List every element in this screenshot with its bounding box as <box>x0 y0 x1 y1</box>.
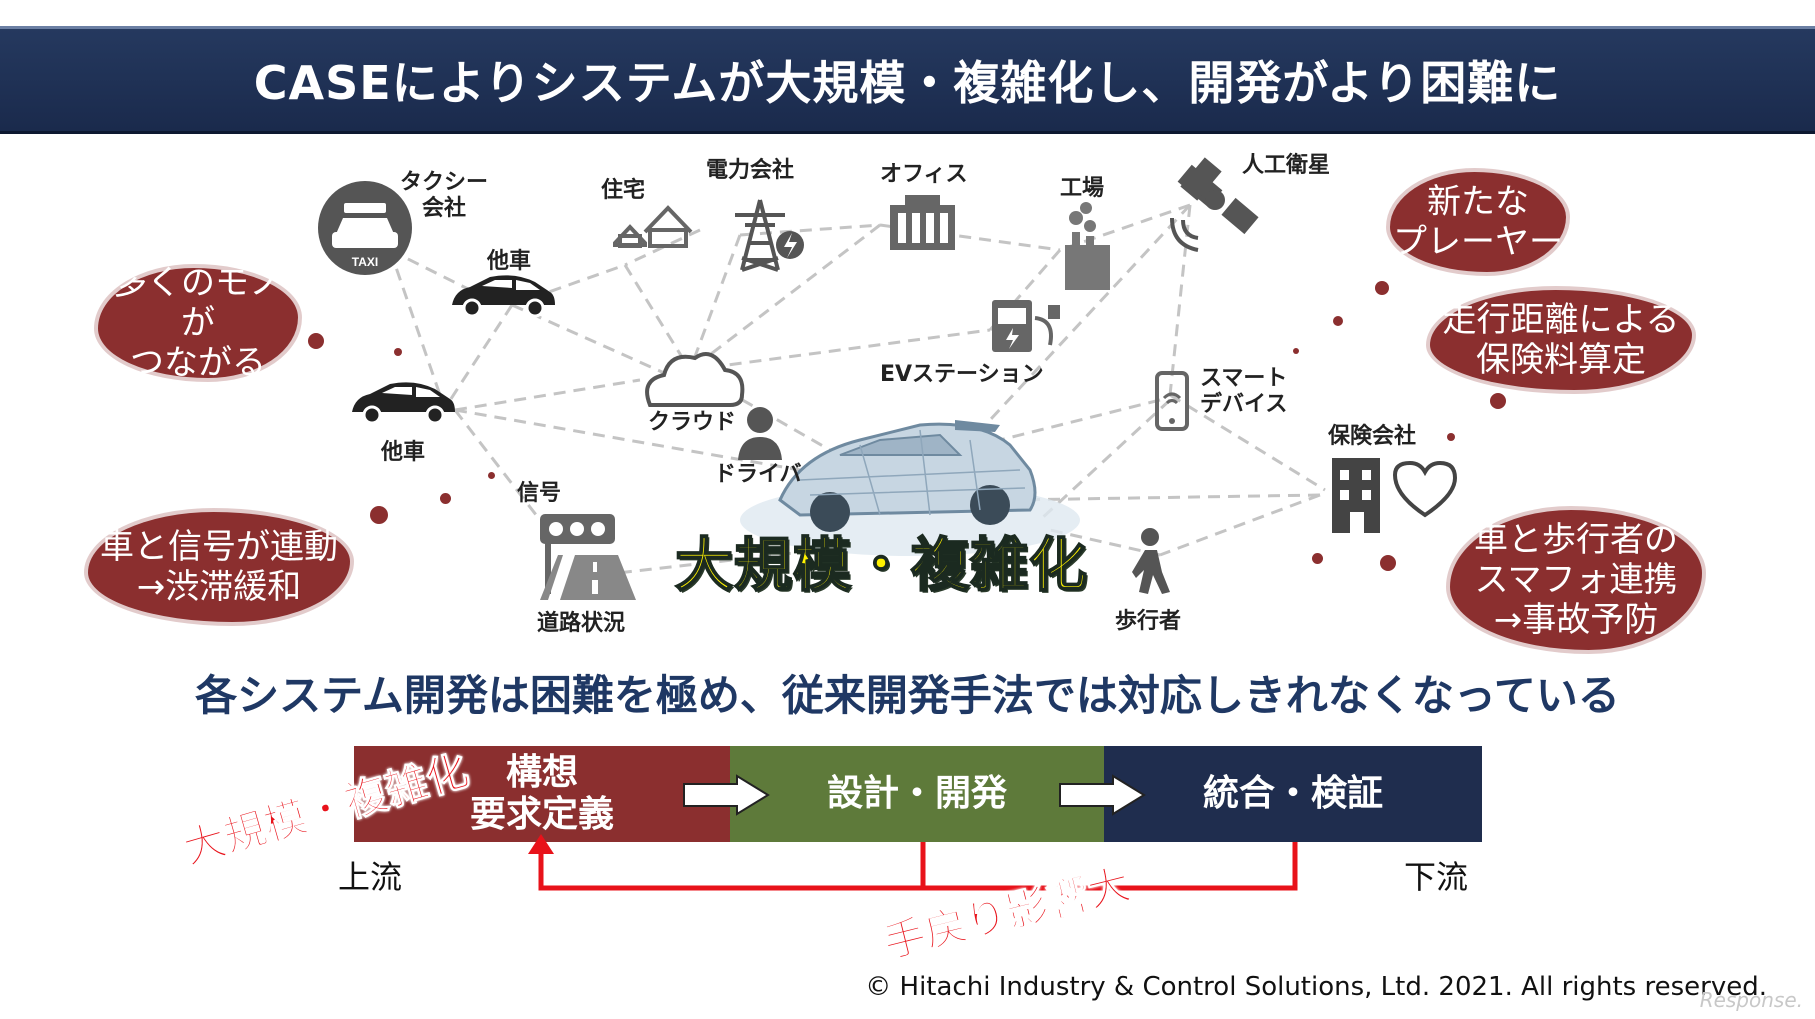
callout-dot <box>488 472 495 479</box>
callout-dot <box>394 348 402 356</box>
callout-dot <box>1490 393 1506 409</box>
car-icon-2 <box>352 382 455 425</box>
smart-device-label: スマート デバイス <box>1200 366 1288 417</box>
driver-icon <box>738 407 782 460</box>
callout-dot <box>1333 316 1343 326</box>
factory-label: 工場 <box>1060 176 1105 201</box>
callout-dot <box>1293 348 1299 354</box>
road-icon <box>540 555 636 600</box>
taxi-company-label: タクシー 会社 <box>400 170 489 221</box>
downstream-label: 下流 <box>1404 858 1469 896</box>
satellite-label: 人工衛星 <box>1242 153 1331 178</box>
car-icon-1 <box>452 275 555 318</box>
office-label: オフィス <box>880 162 968 187</box>
cloud-icon <box>645 352 745 407</box>
taxi-icon: TAXI <box>318 181 412 275</box>
upstream-label: 上流 <box>338 858 403 896</box>
pedestrian-label: 歩行者 <box>1115 609 1182 634</box>
callout-dot <box>1447 433 1455 441</box>
process-step-3: 統合・検証 <box>1104 746 1482 842</box>
house-icon <box>613 205 693 248</box>
ev-charger-icon <box>992 300 1060 352</box>
subheading: 各システム開発は困難を極め、従来開発手法では対応しきれなくなっている <box>195 671 1620 720</box>
connected-car-image <box>740 420 1080 556</box>
power-company-label: 電力会社 <box>706 158 795 183</box>
pedestrian-icon <box>1132 528 1170 594</box>
callout-dot <box>1312 553 1323 564</box>
title-bar: CASEによりシステムが大規模・複雑化し、開発がより困難に <box>0 26 1815 134</box>
housing-label: 住宅 <box>601 178 646 203</box>
callout-insurance-calc: 走行距離による 保険料算定 <box>1430 290 1692 390</box>
road-label: 道路状況 <box>537 611 626 636</box>
other-car-label-2: 他車 <box>381 440 426 465</box>
flow-arrow-icon <box>1059 774 1146 816</box>
power-tower-icon <box>735 199 785 272</box>
center-label: 大規模・複雑化 <box>674 530 1089 600</box>
taxi-badge-text: TAXI <box>352 255 378 269</box>
process-step-1: 構想 要求定義 <box>354 746 730 842</box>
other-car-label-1: 他車 <box>487 249 532 274</box>
callout-signal-link: 車と信号が連動 →渋滞緩和 <box>88 512 350 622</box>
copyright: © Hitachi Industry & Control Solutions, … <box>865 972 1767 1002</box>
signal-label: 信号 <box>517 481 562 506</box>
smartphone-icon <box>1155 371 1189 431</box>
satellite-icon <box>1177 157 1259 235</box>
callout-pedestrian-link: 車と歩行者の スマフォ連携 →事故予防 <box>1450 510 1702 650</box>
insurance-label: 保険会社 <box>1328 424 1417 449</box>
watermark: Response. <box>1699 988 1803 1012</box>
callout-dot <box>440 493 451 504</box>
callout-dot <box>1380 555 1396 571</box>
process-step-2: 設計・開発 <box>730 746 1104 842</box>
callout-many-things: 多くのモノが つながる <box>98 263 298 383</box>
cloud-label: クラウド <box>648 410 737 435</box>
callout-dot <box>1375 281 1389 295</box>
driver-label: ドライバ <box>714 462 802 487</box>
handshake-heart-icon <box>1392 460 1458 518</box>
callout-dot <box>370 506 388 524</box>
traffic-signal-icon <box>540 514 615 594</box>
callout-dot <box>308 333 324 349</box>
ev-station-label: EVステーション <box>880 362 1044 387</box>
callout-new-players: 新たな プレーヤー <box>1390 172 1566 272</box>
page-title: CASEによりシステムが大規模・複雑化し、開発がより困難に <box>253 56 1562 110</box>
factory-icon <box>1065 202 1110 290</box>
flow-arrow-icon <box>683 774 770 816</box>
